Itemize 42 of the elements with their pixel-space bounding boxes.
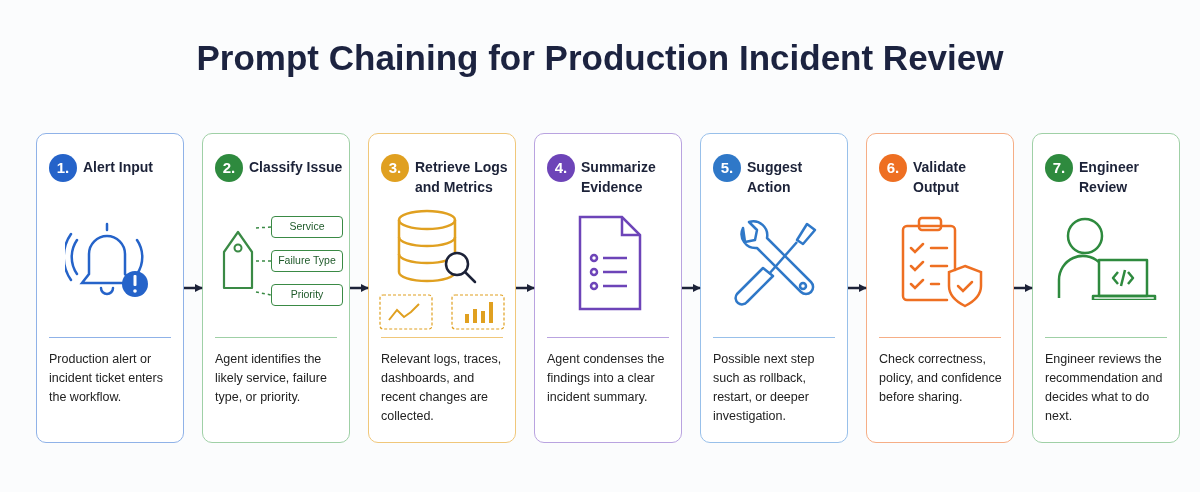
step-description: Check correctness, policy, and confidence before sharing. [879, 351, 1003, 406]
step-card [202, 133, 350, 443]
step-title: Summarize Evidence [581, 158, 657, 197]
step-card [1032, 133, 1180, 443]
arrow [848, 284, 867, 292]
step-number: 2. [215, 154, 243, 182]
step-number: 7. [1045, 154, 1073, 182]
step-description: Agent condenses the findings into a clear incident summary. [547, 351, 666, 406]
arrow [682, 284, 701, 292]
step-card [534, 133, 682, 443]
step-card [36, 133, 184, 443]
step-card [866, 133, 1014, 443]
step-title: Classify Issue [249, 158, 344, 177]
step-description: Engineer reviews the recommendation and decides what to do next. [1045, 351, 1164, 425]
arrow [516, 284, 535, 292]
tag-icon [220, 228, 256, 292]
step-number: 4. [547, 154, 575, 182]
step-card [368, 133, 516, 443]
step-title: Retrieve Logs and Metrics [415, 158, 509, 197]
arrow [184, 284, 203, 292]
dashed-connector [255, 291, 272, 296]
arrow [350, 284, 369, 292]
step-card [700, 133, 848, 443]
step-description: Production alert or incident ticket enters the workflow. [49, 351, 164, 406]
arrow [1014, 284, 1033, 292]
step-title: Suggest Action [747, 158, 804, 197]
step-description: Possible next step such as rollback, restart, or deeper investigation. [713, 351, 816, 425]
step-number: 5. [713, 154, 741, 182]
dashed-connector [255, 226, 272, 229]
step-title: Engineer Review [1079, 158, 1140, 197]
step-title: Alert Input [83, 158, 154, 177]
category-tag: Priority [271, 284, 343, 306]
dashed-connector [255, 260, 272, 262]
category-tag: Failure Type [271, 250, 343, 272]
step-number: 3. [381, 154, 409, 182]
step-number: 6. [879, 154, 907, 182]
step-description: Relevant logs, traces, dashboards, and recent changes are collected. [381, 351, 503, 425]
diagram-title: Prompt Chaining for Production Incident Review [196, 38, 1004, 78]
step-description: Agent identifies the likely service, failure type, or priority. [215, 351, 328, 406]
step-title: Validate Output [913, 158, 967, 197]
category-tag: Service [271, 216, 343, 238]
step-number: 1. [49, 154, 77, 182]
